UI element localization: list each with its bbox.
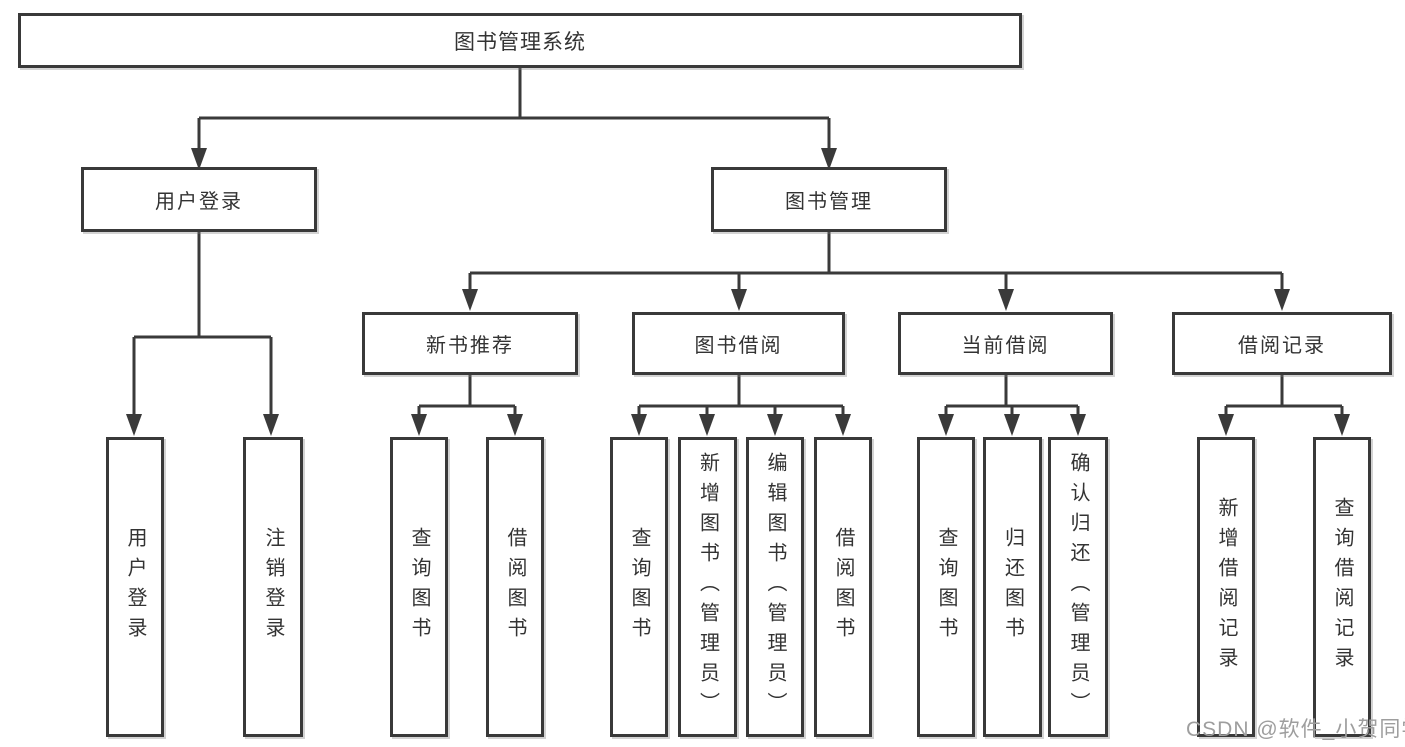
node-book-borrowing: 图书借阅: [632, 312, 845, 375]
node-return-books: 归还图书: [983, 437, 1042, 737]
node-add-book-admin: 新增图书（管理员）: [678, 437, 737, 737]
node-label: 借阅图书: [832, 527, 854, 647]
node-label: 查询图书: [408, 527, 430, 647]
node-label: 新增借阅记录: [1215, 497, 1237, 677]
node-book-management-branch: 图书管理: [711, 167, 947, 232]
node-label: 当前借阅: [961, 335, 1050, 357]
node-user-login-leaf: 用户登录: [106, 437, 164, 737]
node-label: 借阅图书: [504, 527, 526, 647]
node-borrow-books-leaf: 借阅图书: [814, 437, 872, 737]
node-label: 用户登录: [124, 527, 146, 647]
node-label: 图书借阅: [694, 335, 783, 357]
node-label: 新书推荐: [426, 335, 514, 357]
node-label: 图书管理系统: [454, 30, 586, 54]
node-label: 用户登录: [155, 191, 243, 213]
node-query-books-borrowing: 查询图书: [610, 437, 668, 737]
node-new-book-recommendation: 新书推荐: [362, 312, 578, 375]
connector-new-book-recommendation-children: [411, 375, 523, 436]
connector-book-management-children: [462, 232, 1290, 311]
connector-root-to-branches: [191, 68, 837, 170]
node-query-books-recommendation: 查询图书: [390, 437, 448, 737]
node-label: 查询图书: [935, 527, 957, 647]
node-label: 图书管理: [785, 191, 873, 213]
node-label: 新增图书（管理员）: [696, 452, 719, 722]
node-borrowing-records: 借阅记录: [1172, 312, 1392, 375]
node-borrow-books-recommendation: 借阅图书: [486, 437, 544, 737]
node-label: 查询图书: [628, 527, 650, 647]
node-label: 查询借阅记录: [1331, 497, 1353, 677]
node-edit-book-admin: 编辑图书（管理员）: [746, 437, 804, 737]
node-library-management-system: 图书管理系统: [18, 13, 1022, 68]
node-query-borrowing-record: 查询借阅记录: [1313, 437, 1371, 737]
node-label: 注销登录: [262, 527, 284, 647]
node-add-borrowing-record: 新增借阅记录: [1197, 437, 1255, 737]
connector-book-borrowing-children: [631, 375, 851, 436]
csdn-watermark: CSDN @软件_小贺同学: [1186, 718, 1405, 741]
node-logout-leaf: 注销登录: [243, 437, 303, 737]
node-label: 确认归还（管理员）: [1067, 452, 1089, 722]
node-label: 借阅记录: [1238, 335, 1326, 357]
node-query-books-current: 查询图书: [917, 437, 975, 737]
node-label: 编辑图书（管理员）: [764, 452, 786, 722]
node-label: 归还图书: [1001, 527, 1024, 647]
node-user-login-branch: 用户登录: [81, 167, 317, 232]
connector-current-borrowing-children: [938, 375, 1086, 436]
connector-borrowing-records-children: [1218, 375, 1350, 436]
node-confirm-return-admin: 确认归还（管理员）: [1048, 437, 1108, 737]
connector-user-login-children: [126, 232, 279, 436]
node-current-borrowing: 当前借阅: [898, 312, 1113, 375]
